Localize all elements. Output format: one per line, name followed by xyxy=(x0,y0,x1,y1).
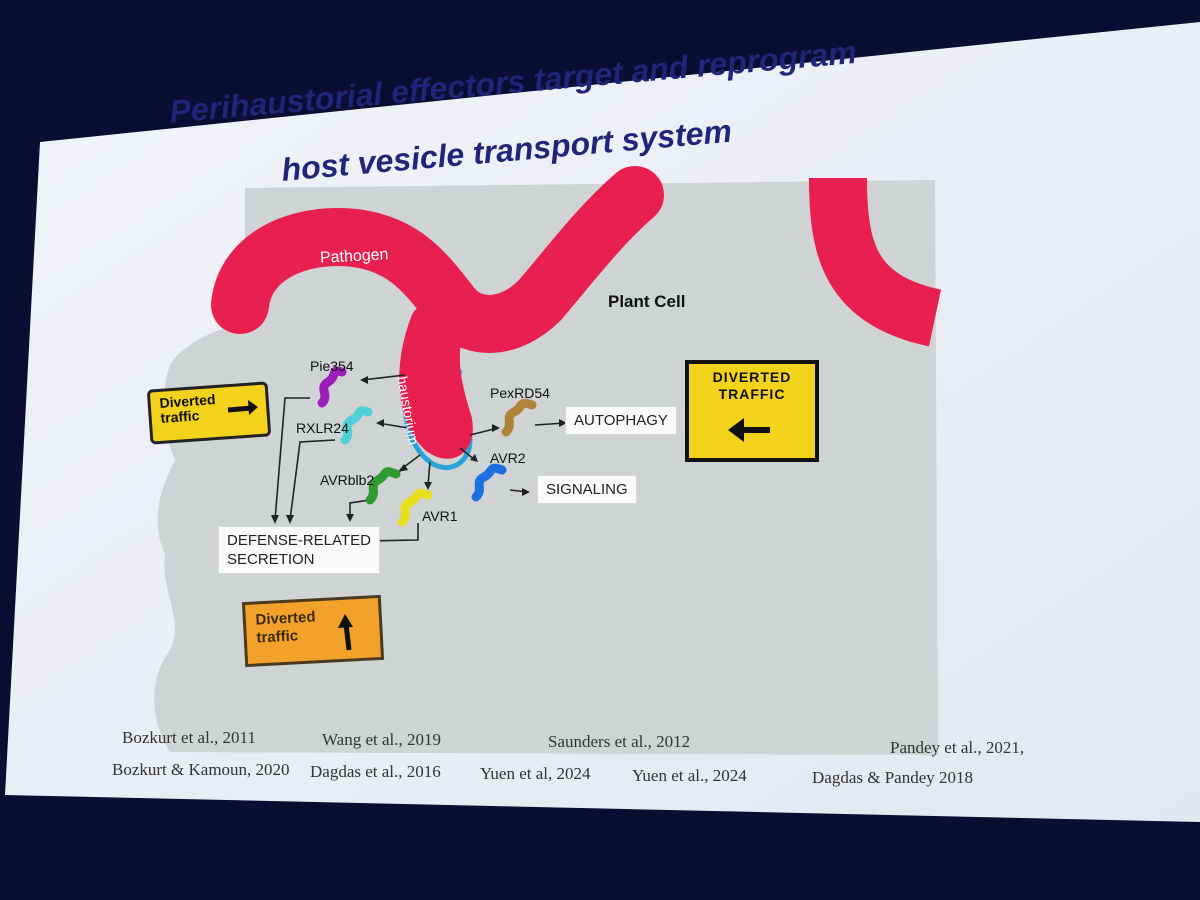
secretion-line-2: SECRETION xyxy=(227,551,315,568)
avr2-effector xyxy=(471,463,507,502)
avr1-label: AVR1 xyxy=(422,508,458,524)
pie354-label: Pie354 xyxy=(310,358,354,374)
arrow-heads xyxy=(271,376,567,545)
left-arrow-icon xyxy=(227,400,258,415)
reference-item: Bozkurt et al., 2011 xyxy=(122,728,256,747)
reference-item: Bozkurt & Kamoun, 2020 xyxy=(112,760,290,779)
reference-item: Saunders et al., 2012 xyxy=(548,732,691,751)
bottom-sign-line-1: Diverted xyxy=(255,608,316,629)
right-sign-text: DIVERTED TRAFFIC xyxy=(702,369,802,403)
right-sign-board xyxy=(685,360,819,462)
secretion-line-1: DEFENSE-RELATED xyxy=(227,532,371,549)
reference-item: Yuen et al, 2024 xyxy=(480,764,591,783)
pexrd54-label: PexRD54 xyxy=(490,385,550,401)
avr1-effector xyxy=(397,488,433,527)
signaling-box: SIGNALING xyxy=(537,475,637,504)
haustorium xyxy=(399,306,473,459)
pathogen-hypha-right xyxy=(809,177,942,347)
left-sign-text: Diverted traffic xyxy=(159,391,217,426)
avr2-label: AVR2 xyxy=(490,450,526,466)
reference-item: Yuen et al., 2024 xyxy=(632,766,747,785)
reference-item: Dagdas & Pandey 2018 xyxy=(812,768,974,787)
bottom-sign-line-2: traffic xyxy=(256,627,299,647)
reference-item: Pandey et al., 2021, xyxy=(890,738,1025,757)
rxlr24-label: RXLR24 xyxy=(296,420,349,436)
reference-item: Wang et al., 2019 xyxy=(322,730,442,749)
pie354-effector xyxy=(317,366,347,408)
right-sign-line-1: DIVERTED xyxy=(712,369,792,385)
reference-item: Dagdas et al., 2016 xyxy=(310,762,441,781)
autophagy-box: AUTOPHAGY xyxy=(565,406,677,435)
avrblb2-label: AVRblb2 xyxy=(320,472,375,488)
right-arrow-icon xyxy=(728,418,770,442)
avrblb2-effector xyxy=(365,467,401,505)
bottom-sign-text: Diverted traffic xyxy=(255,608,317,647)
plant-cell-label: Plant Cell xyxy=(608,292,686,311)
right-sign-line-2: TRAFFIC xyxy=(718,386,786,402)
pathogen-label: Pathogen xyxy=(319,246,389,267)
pathogen-hypha xyxy=(211,166,664,353)
up-arrow-icon xyxy=(338,614,353,651)
secretion-box: DEFENSE-RELATED SECRETION xyxy=(218,526,380,574)
rxlr24-effector xyxy=(340,406,373,445)
pexrd54-effector xyxy=(501,398,537,437)
left-sign-board xyxy=(147,381,271,445)
